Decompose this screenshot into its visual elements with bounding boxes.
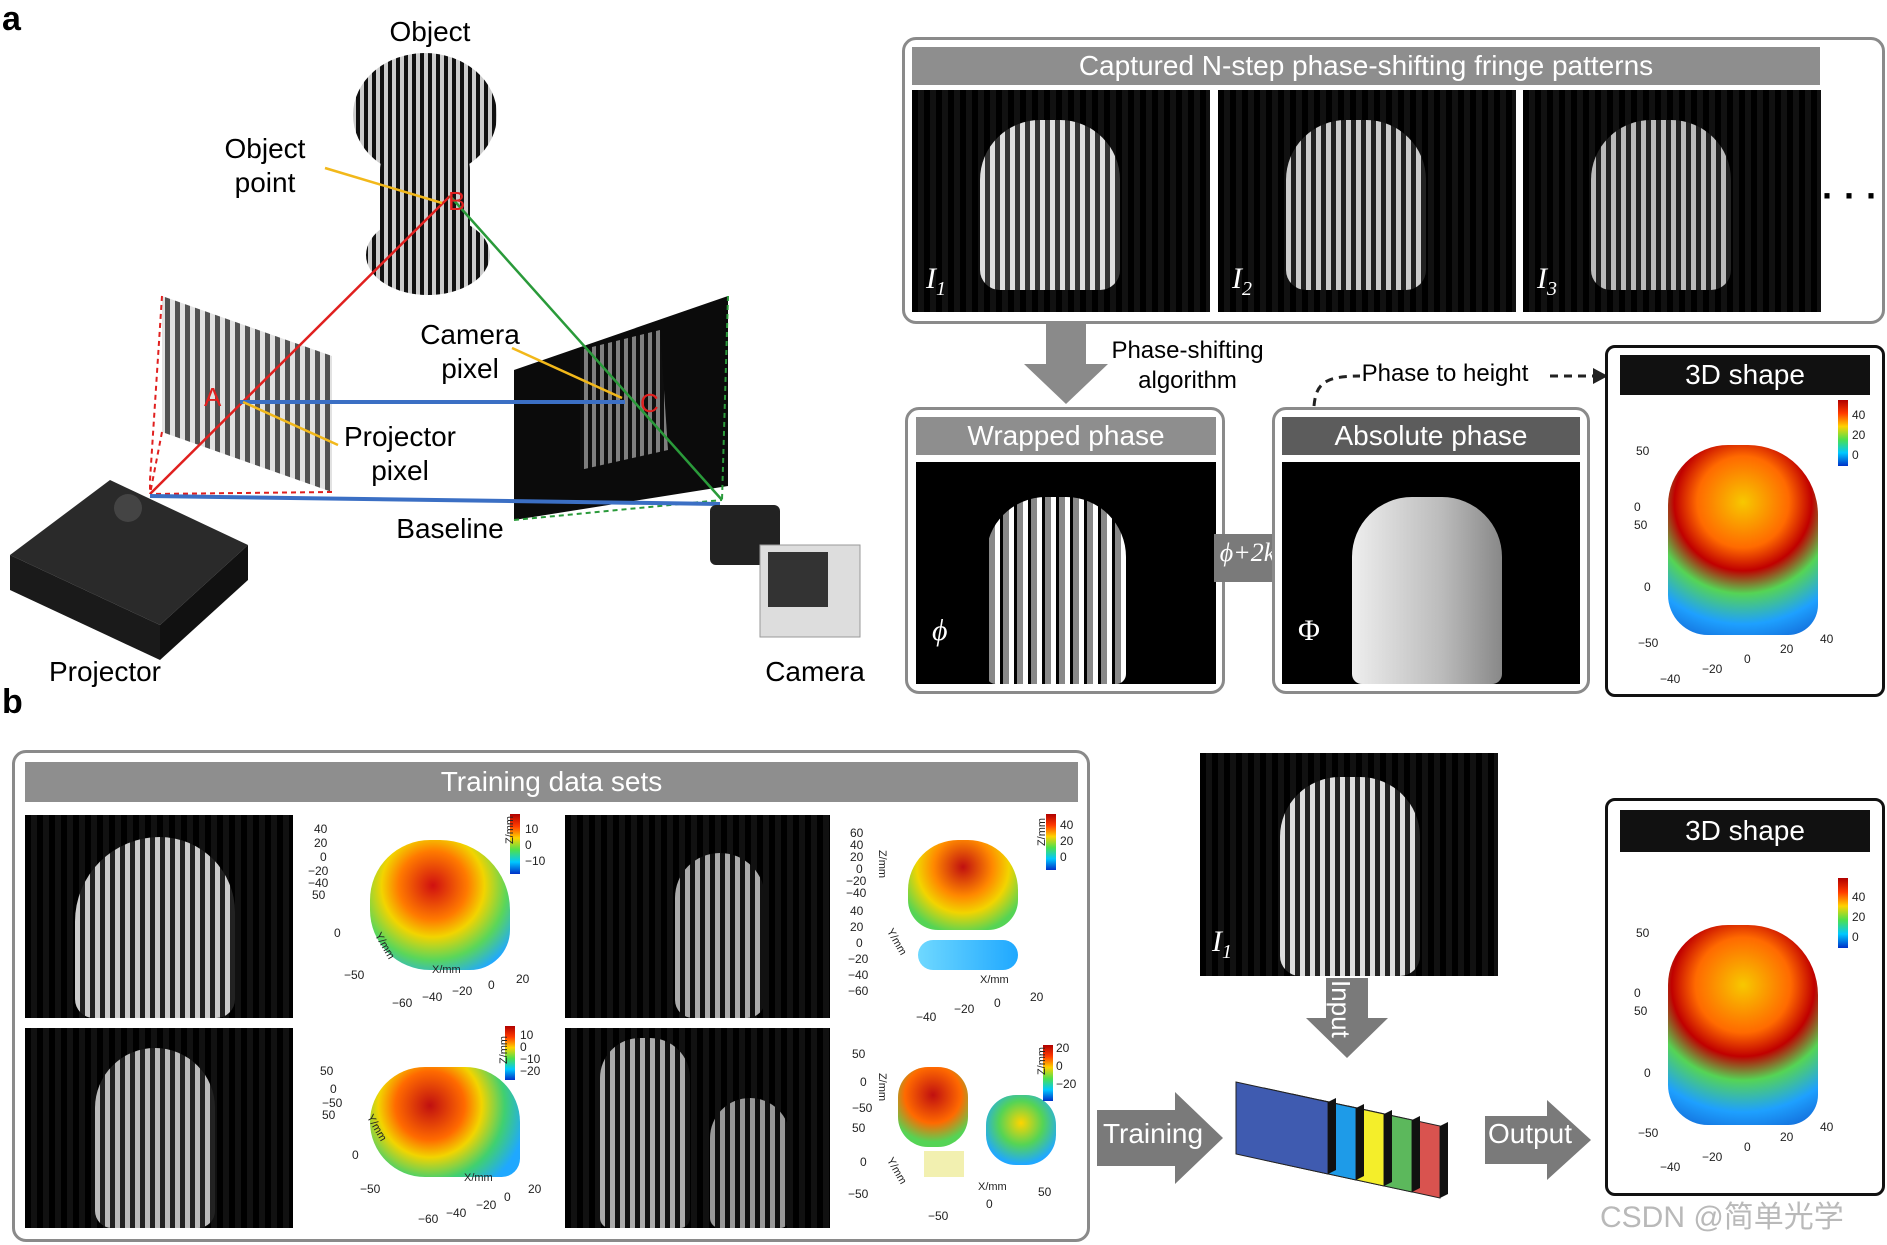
- network-layer-1: [1236, 1082, 1328, 1174]
- watermark: CSDN @简单光学: [1600, 1192, 1844, 1236]
- captured-fringe-title: Captured N-step phase-shifting fringe pa…: [912, 47, 1820, 85]
- absolute-phase-symbol: Φ: [1298, 614, 1320, 648]
- fringe-label-3: I3: [1537, 262, 1557, 301]
- point-b-label: B: [448, 186, 465, 217]
- projector-device: [10, 480, 248, 660]
- object-point-label-1: Object: [205, 132, 325, 166]
- wrapped-phase-image: ϕ: [916, 462, 1216, 684]
- network-layer-side-3: [1384, 1110, 1392, 1186]
- training-plot-4: 20 0 −20 Z/mm 50 0 −50 50 0 −50 Z/mm Y/m…: [838, 1025, 1086, 1233]
- object-label: Object: [365, 15, 495, 49]
- network-layer-side-1: [1328, 1098, 1336, 1174]
- object-point-label-2: point: [205, 166, 325, 200]
- phase-shift-label-2: algorithm: [1100, 366, 1275, 395]
- colorbar-a: [1838, 400, 1848, 466]
- network-layer-side-4: [1412, 1116, 1420, 1192]
- network-input-image: I1: [1200, 753, 1498, 976]
- projector-pixel-label-1: Projector: [335, 420, 465, 454]
- training-arrow-label: Training: [1098, 1118, 1208, 1150]
- camera-pixel-label-2: pixel: [400, 352, 540, 386]
- fringe-image-3: I3: [1523, 90, 1821, 312]
- training-image-2: [25, 1028, 293, 1228]
- training-data-title: Training data sets: [25, 762, 1078, 802]
- training-image-4: [565, 1028, 830, 1228]
- training-plot-3: 40 20 0 Z/mm 60 40 20 0 −20 −40 40 20 0 …: [838, 810, 1086, 1022]
- training-plot-2: 10 0 −10 −20 Z/mm 50 0 −50 50 0 −50 Y/mm…: [300, 1022, 560, 1232]
- phase-shift-label-1: Phase-shifting: [1100, 336, 1275, 365]
- output-arrow-label: Output: [1486, 1118, 1574, 1150]
- baseline-label: Baseline: [380, 512, 520, 546]
- projector-pixel-label-2: pixel: [335, 454, 465, 488]
- more-patterns-ellipsis: · · ·: [1822, 175, 1878, 217]
- fringe-image-1: I1: [912, 90, 1210, 312]
- shape-title-b: 3D shape: [1620, 810, 1870, 852]
- projected-fringe-plane: [162, 296, 332, 492]
- training-image-3: [565, 815, 830, 1018]
- input-image-label: I1: [1212, 925, 1232, 964]
- point-a-label: A: [204, 382, 221, 413]
- camera-device: [710, 505, 860, 637]
- shape-plot-a: 40 20 0 50 0 50 0 −50 −40 −20 0 20 40: [1630, 400, 1880, 690]
- camera-pixel-label-1: Camera: [400, 318, 540, 352]
- absolute-phase-title: Absolute phase: [1282, 417, 1580, 455]
- point-c-label: C: [640, 388, 659, 419]
- network-layers: [1232, 1068, 1472, 1218]
- training-plot-1: 10 0 −10 Z/mm 40 20 0 −20 −40 50 0 −50 Y…: [300, 810, 560, 1022]
- fringe-label-1: I1: [926, 262, 946, 301]
- colorbar-b: [1838, 878, 1848, 948]
- wrapped-phase-symbol: ϕ: [932, 614, 948, 648]
- shape-plot-b: 40 20 0 50 0 50 0 −50 −40 −20 0 20 40: [1630, 870, 1880, 1180]
- network-layer-side-5: [1440, 1122, 1448, 1198]
- absolute-phase-image: Φ: [1282, 462, 1580, 684]
- camera-label: Camera: [755, 655, 875, 689]
- network-layer-side-2: [1356, 1104, 1364, 1180]
- input-arrow-label: Input: [1325, 980, 1356, 1038]
- phase-shift-arrow: [1022, 324, 1112, 406]
- object-bust: [353, 53, 497, 295]
- shape-title-a: 3D shape: [1620, 355, 1870, 395]
- fringe-image-2: I2: [1218, 90, 1516, 312]
- wrapped-phase-title: Wrapped phase: [916, 417, 1216, 455]
- phase-to-height-label: Phase to height: [1350, 360, 1540, 388]
- training-image-1: [25, 815, 293, 1018]
- fringe-label-2: I2: [1232, 262, 1252, 301]
- projector-label: Projector: [40, 655, 170, 689]
